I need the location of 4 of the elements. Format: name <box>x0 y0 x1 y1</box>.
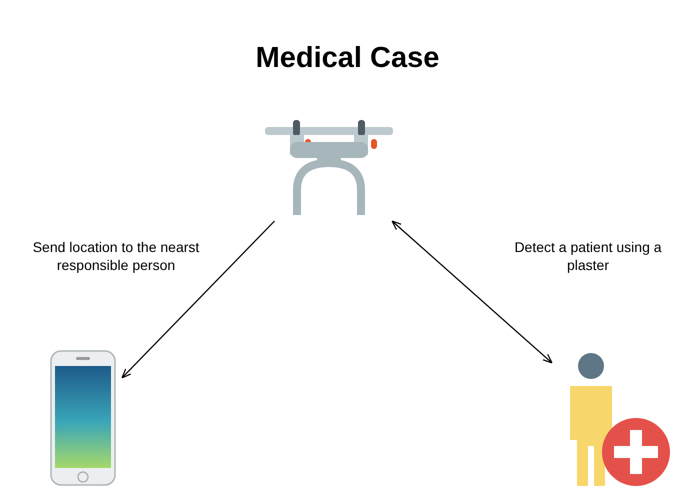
phone-icon <box>50 350 116 486</box>
arrow <box>392 220 553 364</box>
arrow <box>121 220 275 378</box>
title: Medical Case <box>254 42 440 75</box>
